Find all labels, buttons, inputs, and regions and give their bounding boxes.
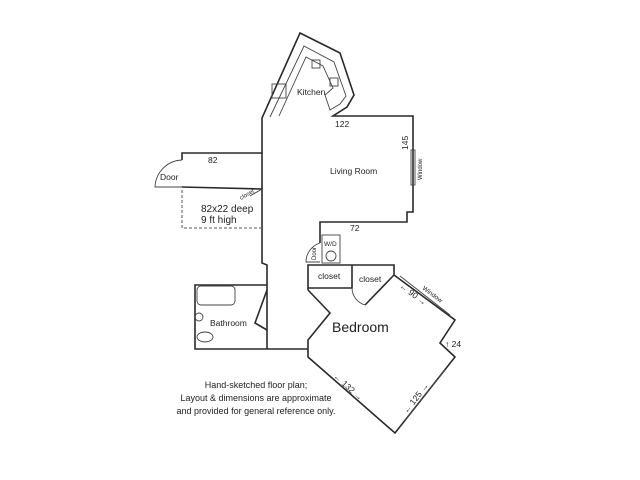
kitchen-counter	[269, 45, 347, 118]
wall-kitchen-living	[261, 31, 414, 243]
dim-hall-wall: 72	[350, 223, 360, 233]
washer-icon	[325, 250, 337, 262]
label-wd-door: Door	[312, 247, 318, 260]
dim-bedroom-sw: ← 132 →	[332, 371, 365, 402]
stove-icon	[271, 83, 287, 99]
label-bathroom: Bathroom	[210, 318, 247, 328]
dim-bedroom-se: ← 125 →	[401, 381, 431, 415]
wall-outline-main	[181, 152, 263, 189]
dim-entry-wall: 82	[208, 155, 218, 165]
label-closet-bed-1: closet	[318, 271, 341, 281]
bathtub-icon	[196, 285, 236, 306]
note-line-3: and provided for general reference only.	[177, 406, 336, 416]
washer-dryer	[321, 234, 341, 264]
label-living-window: Window	[418, 158, 424, 180]
bedroom-window-line-2	[404, 369, 446, 421]
wall-bathroom-zigzag	[254, 289, 268, 331]
note-line-1: Hand-sketched floor plan;	[205, 380, 308, 390]
label-living-room: Living Room	[330, 166, 377, 176]
storage-height: 9 ft high	[201, 215, 237, 226]
label-entry-door: Door	[160, 172, 179, 182]
dishwasher-icon	[329, 77, 339, 87]
wall-bedroom	[307, 264, 457, 435]
dim-kitchen-wall: 122	[335, 119, 349, 129]
dim-living-right: 145	[400, 136, 410, 150]
dim-bedroom-jog: ↑ 24	[445, 339, 461, 349]
label-bedroom: Bedroom	[332, 319, 389, 335]
storage-size: 82x22 deep	[201, 204, 254, 215]
label-closet-bed-2: closet	[359, 274, 382, 284]
storage-outline	[181, 190, 262, 229]
bedroom-window-line	[399, 275, 451, 316]
sink-icon	[311, 59, 321, 69]
sink-bath-icon	[194, 312, 204, 322]
wall-entry-lower	[181, 186, 268, 349]
closet-triangle	[364, 274, 395, 306]
wd-door-swing	[305, 242, 321, 263]
label-wd: W/D	[324, 241, 337, 248]
note-line-2: Layout & dimensions are approximate	[180, 393, 331, 403]
label-closet-hall: closet	[239, 189, 256, 202]
entry-door-swing	[154, 159, 183, 188]
toilet-icon	[196, 331, 214, 343]
closet-hall-door	[249, 188, 263, 197]
closet-door-swing	[351, 287, 366, 306]
label-kitchen: Kitchen	[297, 87, 326, 97]
living-window	[410, 149, 416, 186]
